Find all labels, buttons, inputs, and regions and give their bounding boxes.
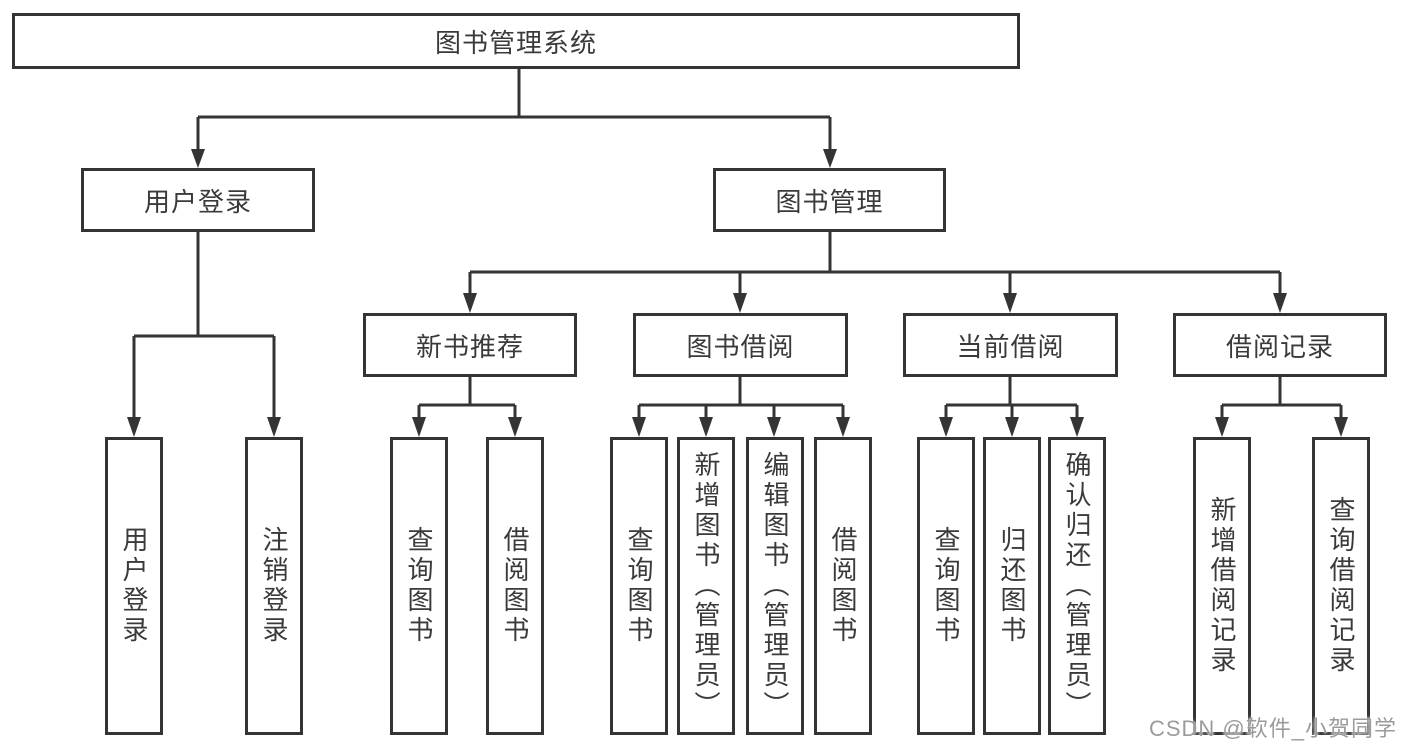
arrowhead: [1215, 417, 1229, 437]
node-label: 借阅图书: [828, 526, 858, 646]
arrowhead: [412, 417, 426, 437]
arrowhead: [733, 293, 747, 313]
arrowhead: [1005, 417, 1019, 437]
leaf-borrow-books-2: 借阅图书: [814, 437, 872, 735]
connector-bookmgmt-to-level3: [463, 232, 1287, 313]
leaf-return-book: 归还图书: [983, 437, 1041, 735]
connector-borrowrecords-to-leaves: [1215, 377, 1348, 437]
arrowhead: [1003, 293, 1017, 313]
node-label: 图书管理系统: [434, 27, 597, 58]
node-borrow-records: 借阅记录: [1173, 313, 1387, 377]
node-label: 新增图书（管理员）: [691, 451, 721, 721]
node-label: 查询图书: [624, 526, 654, 646]
leaf-query-books-borrow: 查询图书: [610, 437, 668, 735]
node-label: 新增借阅记录: [1207, 496, 1237, 676]
connector-newbook-to-leaves: [412, 377, 522, 437]
node-label: 用户登录: [143, 186, 252, 217]
node-label: 查询图书: [931, 526, 961, 646]
arrowhead: [699, 417, 713, 437]
arrowhead: [632, 417, 646, 437]
node-label: 编辑图书（管理员）: [760, 451, 790, 721]
node-user-login: 用户登录: [81, 168, 315, 232]
node-label: 借阅记录: [1225, 331, 1334, 362]
csdn-watermark: CSDN @软件_小贺同学: [1148, 716, 1397, 741]
node-label: 图书借阅: [686, 331, 795, 362]
arrowhead: [823, 149, 837, 168]
node-label: 新书推荐: [415, 331, 524, 362]
node-book-management: 图书管理: [713, 168, 946, 232]
node-label: 当前借阅: [956, 331, 1065, 362]
node-label: 图书管理: [775, 186, 884, 217]
leaf-query-borrow-record: 查询借阅记录: [1312, 437, 1370, 735]
leaf-add-book-admin: 新增图书（管理员）: [677, 437, 735, 735]
connector-root-to-level2: [191, 68, 837, 168]
node-label: 查询借阅记录: [1326, 496, 1356, 676]
node-current-borrow: 当前借阅: [903, 313, 1118, 377]
node-system: 图书管理系统: [12, 13, 1020, 69]
node-book-borrow: 图书借阅: [633, 313, 848, 377]
arrowhead: [836, 417, 850, 437]
arrowhead: [463, 293, 477, 313]
node-label: 确认归还（管理员）: [1062, 451, 1092, 721]
arrowhead: [939, 417, 953, 437]
arrowhead: [1334, 417, 1348, 437]
node-label: 查询图书: [404, 526, 434, 646]
node-label: 借阅图书: [500, 526, 530, 646]
arrowhead: [1070, 417, 1084, 437]
arrowhead: [1273, 293, 1287, 313]
node-new-book-recommend: 新书推荐: [363, 313, 577, 377]
leaf-query-books-recommend: 查询图书: [390, 437, 448, 735]
node-label: 用户登录: [119, 526, 149, 646]
arrowhead: [267, 417, 281, 437]
connector-userlogin-to-leaves: [127, 232, 281, 437]
arrowhead: [767, 417, 781, 437]
leaf-confirm-return-admin: 确认归还（管理员）: [1048, 437, 1106, 735]
leaf-user-login: 用户登录: [105, 437, 163, 735]
arrowhead: [127, 417, 141, 437]
leaf-logout: 注销登录: [245, 437, 303, 735]
arrowhead: [508, 417, 522, 437]
leaf-borrow-books-recommend: 借阅图书: [486, 437, 544, 735]
leaf-add-borrow-record: 新增借阅记录: [1193, 437, 1251, 735]
arrowhead: [191, 149, 205, 168]
connector-currentborrow-to-leaves: [939, 377, 1084, 437]
leaf-edit-book-admin: 编辑图书（管理员）: [746, 437, 804, 735]
leaf-query-books-current: 查询图书: [917, 437, 975, 735]
node-label: 注销登录: [259, 526, 289, 646]
node-label: 归还图书: [997, 526, 1027, 646]
connector-bookborrow-to-leaves: [632, 377, 850, 437]
